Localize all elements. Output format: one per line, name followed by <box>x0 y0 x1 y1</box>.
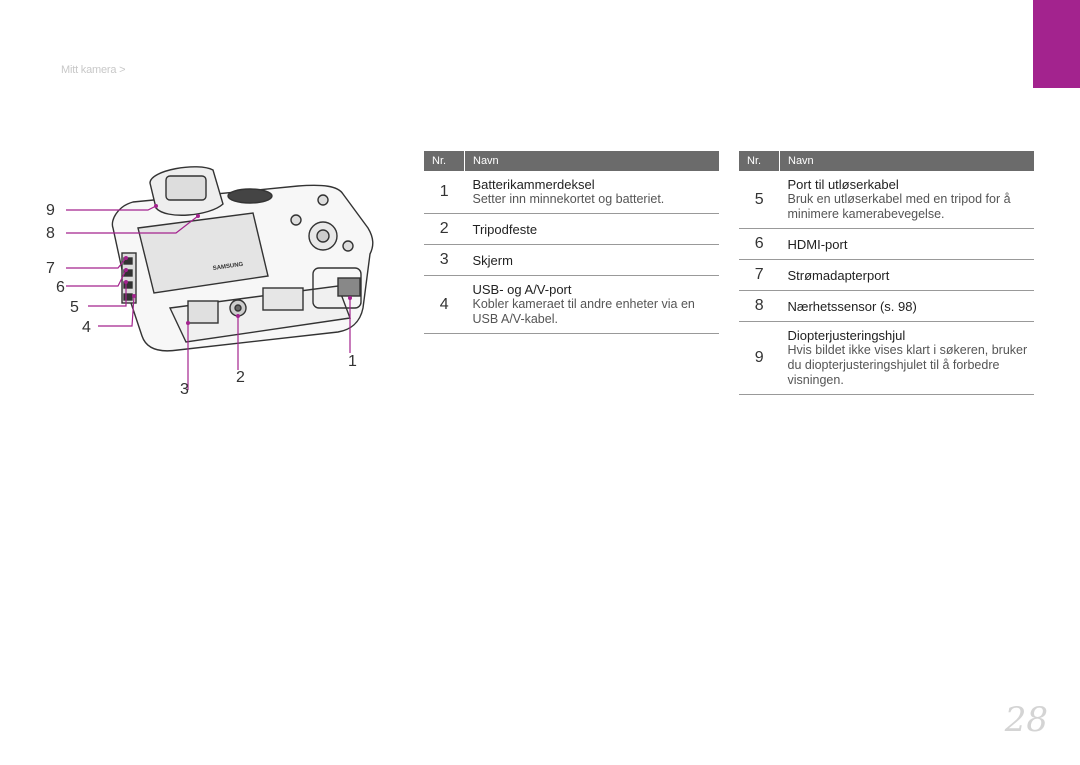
row-nr: 5 <box>739 171 780 229</box>
row-nr: 1 <box>424 171 465 214</box>
row-nr: 2 <box>424 213 465 245</box>
callout-7: 7 <box>46 260 55 277</box>
callout-9: 9 <box>46 202 55 219</box>
table-row: 1 Batterikammerdeksel Setter inn minneko… <box>424 171 719 214</box>
part-name: Tripodfeste <box>472 221 538 237</box>
row-nr: 4 <box>424 275 465 334</box>
row-nr: 7 <box>739 259 780 291</box>
table-row: 4 USB- og A/V-port Kobler kameraet til a… <box>424 275 719 334</box>
row-nr: 6 <box>739 228 780 260</box>
column-navn: Navn <box>779 151 1034 171</box>
parts-table-right: Nr. Navn 5 Port til utløserkabel Bruk en… <box>739 151 1034 395</box>
part-name: Skjerm <box>472 252 513 268</box>
callout-5: 5 <box>70 299 79 316</box>
table-row: 8 Nærhetssensor (s. 98) <box>739 290 1034 322</box>
table-row: 2 Tripodfeste <box>424 213 719 245</box>
table-row: 6 HDMI-port <box>739 228 1034 260</box>
table-row: 5 Port til utløserkabel Bruk en utløserk… <box>739 171 1034 229</box>
part-description: Hvis bildet ikke vises klart i søkeren, … <box>787 343 1028 387</box>
part-name: Batterikammerdeksel <box>472 177 595 192</box>
column-nr: Nr. <box>424 151 465 171</box>
part-name: Port til utløserkabel <box>787 177 899 192</box>
callout-3: 3 <box>180 381 189 398</box>
callout-6: 6 <box>56 279 65 296</box>
callout-8: 8 <box>46 225 55 242</box>
camera-brand-logo: SAMSUNG <box>212 262 244 272</box>
callout-1: 1 <box>348 353 357 370</box>
part-name: Strømadapterport <box>787 267 890 283</box>
column-navn: Navn <box>464 151 719 171</box>
callout-4: 4 <box>82 319 91 336</box>
part-description: Kobler kameraet til andre enheter via en… <box>472 297 695 326</box>
column-nr: Nr. <box>739 151 780 171</box>
row-nr: 3 <box>424 244 465 276</box>
part-description: Bruk en utløserkabel med en tripod for å… <box>787 192 1011 221</box>
table-row: 3 Skjerm <box>424 244 719 276</box>
breadcrumb[interactable]: Mitt kamera > <box>61 64 126 76</box>
table-header: Nr. Navn <box>424 151 719 171</box>
part-name: Nærhetssensor (s. 98) <box>787 298 917 314</box>
parts-table-left: Nr. Navn 1 Batterikammerdeksel Setter in… <box>424 151 719 334</box>
chapter-tab <box>1033 0 1080 88</box>
callout-lines <box>66 205 351 390</box>
table-row: 7 Strømadapterport <box>739 259 1034 291</box>
row-nr: 8 <box>739 290 780 322</box>
table-row: 9 Diopterjusteringshjul Hvis bildet ikke… <box>739 321 1034 395</box>
part-description: Setter inn minnekortet og batteriet. <box>472 192 665 206</box>
row-nr: 9 <box>739 321 780 395</box>
callout-2: 2 <box>236 369 245 386</box>
camera-back-illustration: SAMSUNG 9 8 7 6 5 4 3 2 1 <box>46 166 374 398</box>
part-name: USB- og A/V-port <box>472 282 572 297</box>
part-name: Diopterjusteringshjul <box>787 328 906 343</box>
page-number: 28 <box>1004 700 1048 740</box>
part-name: HDMI-port <box>787 236 848 252</box>
camera-body <box>111 166 374 352</box>
table-header: Nr. Navn <box>739 151 1034 171</box>
